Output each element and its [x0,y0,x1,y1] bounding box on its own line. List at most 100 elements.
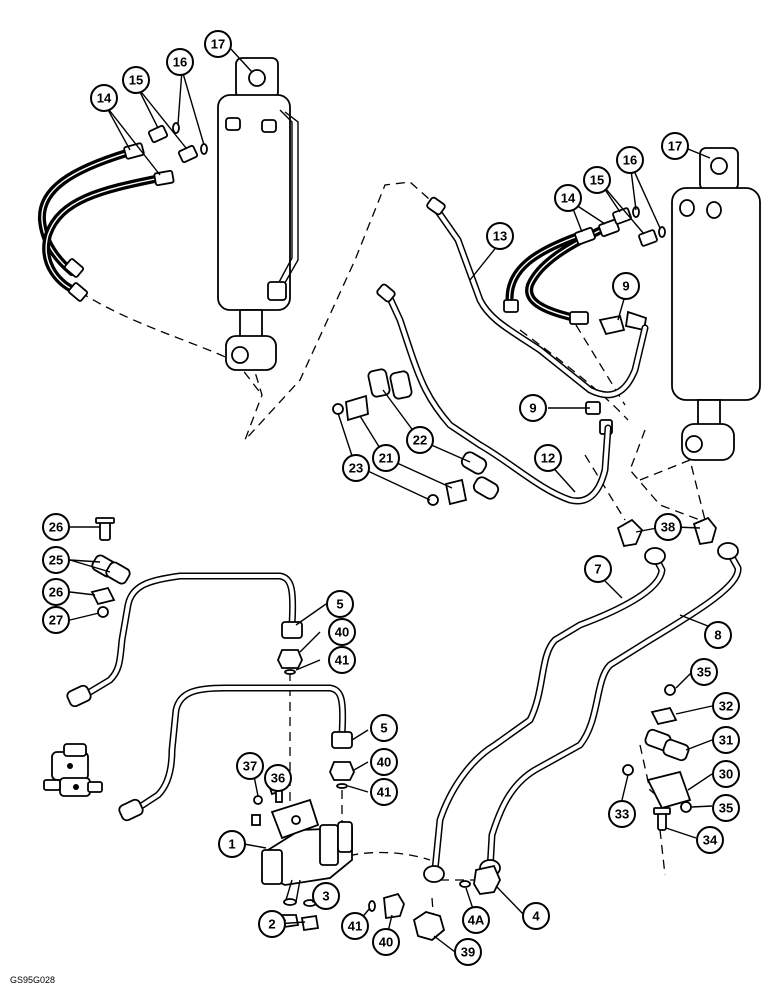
svg-text:21: 21 [379,451,393,466]
small-valve-assembly [43,743,103,797]
svg-text:38: 38 [661,520,675,535]
svg-text:8: 8 [714,628,721,643]
tube-clamp-parts-upper [332,368,500,506]
callout-36: 36 [264,764,292,792]
callout-31: 31 [712,726,740,754]
svg-text:17: 17 [668,139,682,154]
callout-7: 7 [584,555,612,583]
left-clamp-parts [90,517,131,618]
long-tubes-7-8 [423,542,742,883]
svg-text:41: 41 [335,653,349,668]
callout-41-lower: 41 [341,912,369,940]
callout-15-right: 15 [583,166,611,194]
callout-16-left: 16 [166,48,194,76]
callout-30: 30 [712,760,740,788]
left-hydraulic-cylinder [217,57,299,371]
callout-9-lower: 9 [519,394,547,422]
svg-text:12: 12 [541,451,555,466]
svg-text:35: 35 [719,801,733,816]
svg-text:37: 37 [243,759,257,774]
svg-text:2: 2 [268,917,275,932]
svg-text:32: 32 [719,699,733,714]
callout-35-lower: 35 [712,794,740,822]
svg-text:40: 40 [335,625,349,640]
svg-text:26: 26 [49,585,63,600]
callout-3: 3 [312,882,340,910]
control-valve-body [251,784,353,903]
callout-40-upper: 40 [328,618,356,646]
callout-26-upper: 26 [42,513,70,541]
svg-text:3: 3 [322,889,329,904]
svg-text:22: 22 [413,433,427,448]
svg-text:13: 13 [493,229,507,244]
callout-26-lower: 26 [42,578,70,606]
callout-17-left: 17 [204,30,232,58]
callout-25: 25 [42,546,70,574]
callout-5-lower: 5 [370,714,398,742]
callout-4a: 4A [462,906,490,934]
svg-text:31: 31 [719,733,733,748]
callout-15-left: 15 [122,66,150,94]
right-hydraulic-cylinder [671,147,761,461]
callout-34: 34 [696,826,724,854]
leader-lines [69,47,719,953]
right-clamp-parts [622,684,692,831]
svg-text:7: 7 [594,562,601,577]
callouts: 17 16 15 14 17 16 15 14 13 9 9 12 22 21 … [42,30,740,966]
adapters-38 [616,516,717,548]
callout-41-middle: 41 [370,778,398,806]
callout-14-left: 14 [90,84,118,112]
elbows-39-4 [412,864,501,941]
svg-text:9: 9 [622,279,629,294]
svg-text:35: 35 [697,665,711,680]
svg-text:36: 36 [271,771,285,786]
callout-9-upper: 9 [612,272,640,300]
svg-text:41: 41 [348,919,362,934]
fittings-40-41 [277,649,405,920]
svg-text:39: 39 [461,945,475,960]
svg-text:33: 33 [615,807,629,822]
callout-16-right: 16 [616,146,644,174]
steel-tubes-upper [376,196,649,505]
callout-32: 32 [712,692,740,720]
callout-13: 13 [486,222,514,250]
callout-39: 39 [454,938,482,966]
figure-reference-code: GS95G028 [10,975,56,985]
svg-text:15: 15 [129,73,143,88]
callout-8: 8 [704,621,732,649]
svg-text:25: 25 [49,553,63,568]
svg-text:1: 1 [228,837,235,852]
callout-23: 23 [342,454,370,482]
svg-text:40: 40 [377,755,391,770]
callout-22: 22 [406,426,434,454]
callout-38: 38 [654,513,682,541]
svg-text:16: 16 [623,153,637,168]
svg-text:40: 40 [379,935,393,950]
svg-text:26: 26 [49,520,63,535]
small-bottom-parts [253,789,320,932]
callout-5-upper: 5 [326,590,354,618]
svg-text:4: 4 [532,909,540,924]
hoses [37,142,620,325]
svg-text:41: 41 [377,785,391,800]
callout-40-lower: 40 [372,928,400,956]
callout-2: 2 [258,910,286,938]
callout-27: 27 [42,606,70,634]
tubes-5 [66,572,353,822]
svg-text:14: 14 [97,91,112,106]
svg-text:15: 15 [590,173,604,188]
svg-text:9: 9 [529,401,536,416]
svg-text:5: 5 [380,721,387,736]
callout-35-upper: 35 [690,658,718,686]
callout-37: 37 [236,752,264,780]
callout-41-upper: 41 [328,646,356,674]
callout-33: 33 [608,800,636,828]
callout-21: 21 [372,444,400,472]
callout-12: 12 [534,444,562,472]
svg-text:14: 14 [561,191,576,206]
svg-text:34: 34 [703,833,718,848]
svg-text:16: 16 [173,55,187,70]
callout-14-right: 14 [554,184,582,212]
svg-text:17: 17 [211,37,225,52]
